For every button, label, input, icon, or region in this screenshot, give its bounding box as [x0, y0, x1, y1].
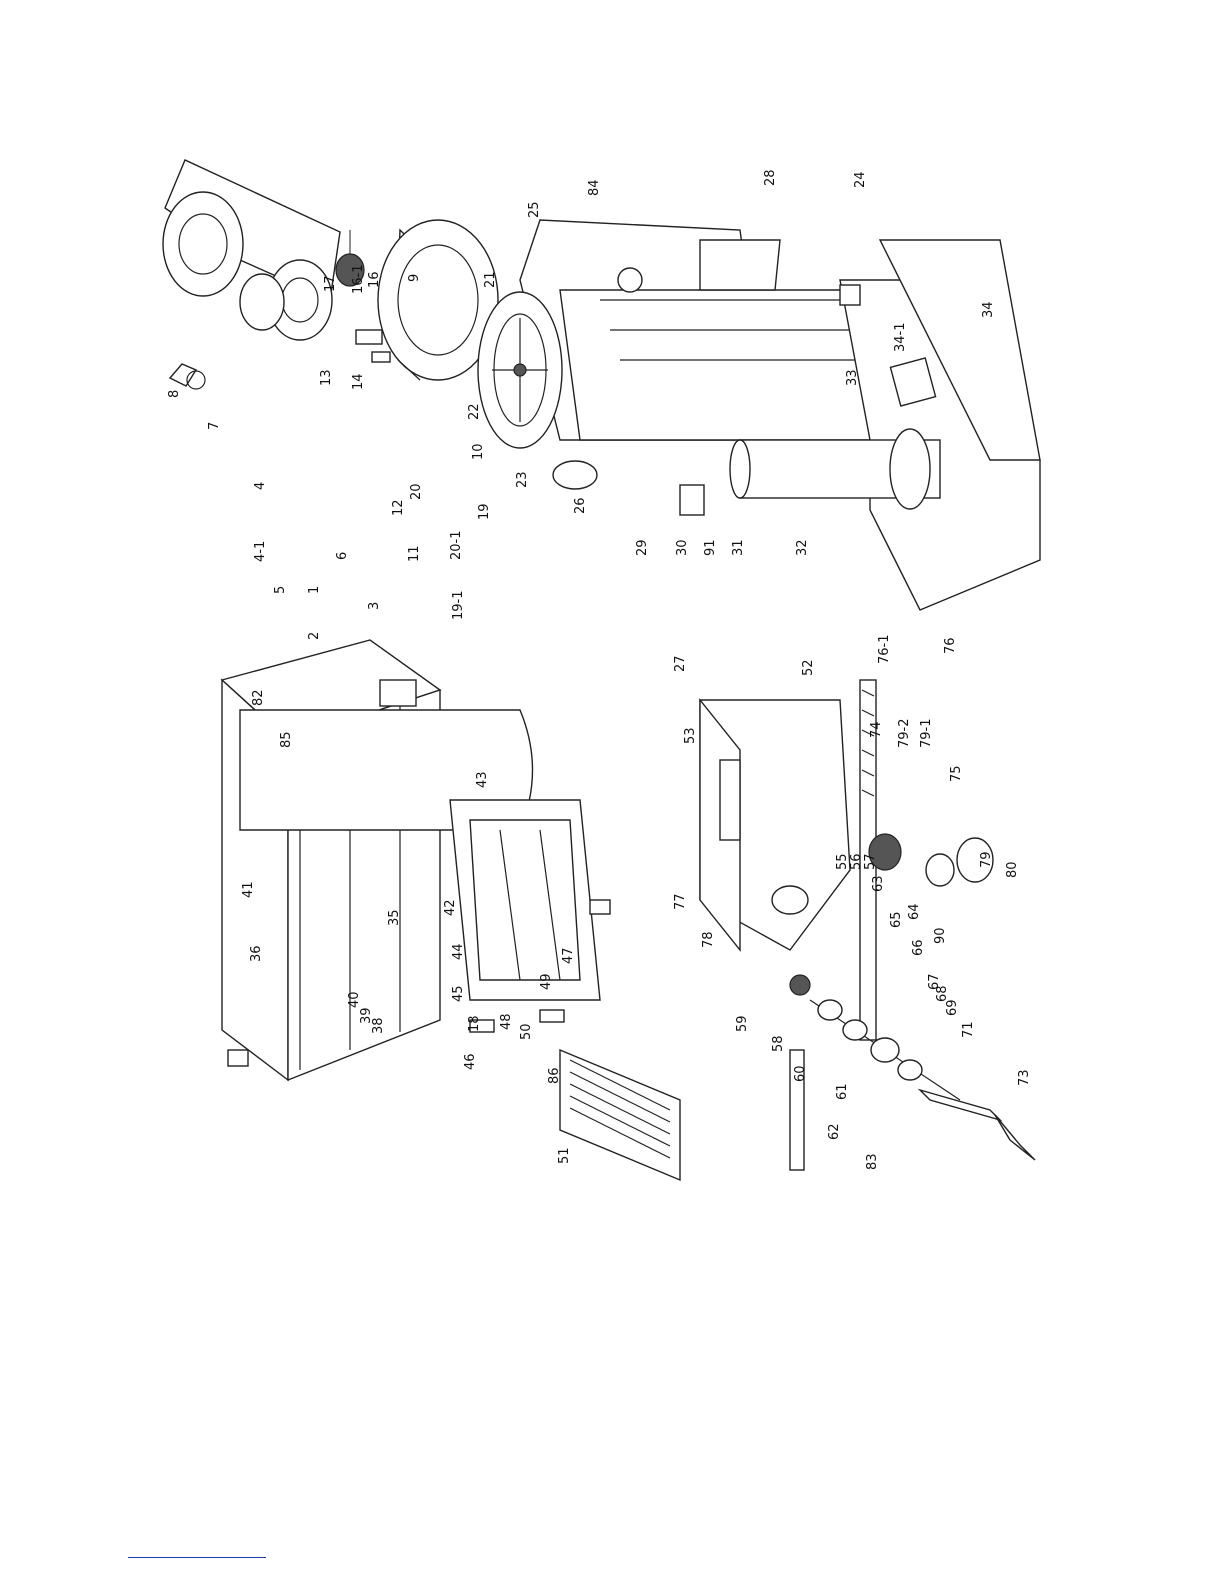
callout-48: 48: [499, 1013, 514, 1030]
callout-53: 53: [683, 727, 698, 744]
callout-77: 77: [673, 893, 688, 910]
callout-69: 69: [945, 999, 960, 1016]
callout-4: 4: [253, 482, 268, 490]
callout-9: 9: [407, 274, 422, 282]
callout-24: 24: [853, 171, 868, 188]
callout-52: 52: [801, 659, 816, 676]
callout-31: 31: [731, 539, 746, 556]
callout-16-1: 16-1: [351, 264, 366, 294]
callout-3: 3: [367, 602, 382, 610]
callout-82: 82: [251, 689, 266, 706]
callout-71: 71: [961, 1021, 976, 1038]
callout-62: 62: [827, 1123, 842, 1140]
callout-76: 76: [943, 637, 958, 654]
callout-83: 83: [865, 1153, 880, 1170]
callout-44: 44: [451, 943, 466, 960]
callout-20-1: 20-1: [449, 530, 464, 560]
callout-26: 26: [573, 497, 588, 514]
callout-11: 11: [407, 545, 422, 562]
callout-2: 2: [307, 632, 322, 640]
callout-59: 59: [735, 1015, 750, 1032]
callout-86: 86: [547, 1067, 562, 1084]
callout-80: 80: [1005, 861, 1020, 878]
callout-7: 7: [207, 422, 222, 430]
callout-56: 56: [849, 853, 864, 870]
callout-6: 6: [335, 552, 350, 560]
callout-27: 27: [673, 655, 688, 672]
callout-65: 65: [889, 911, 904, 928]
callout-25: 25: [527, 201, 542, 218]
callout-19: 19: [477, 503, 492, 520]
callout-23: 23: [515, 471, 530, 488]
callout-61: 61: [835, 1083, 850, 1100]
head-column-base-assembly: [163, 160, 1040, 610]
footer-rule: [128, 1557, 266, 1558]
callout-8: 8: [167, 390, 182, 398]
callout-57: 57: [863, 853, 878, 870]
callout-66: 66: [911, 939, 926, 956]
callout-78: 78: [701, 931, 716, 948]
callout-12: 12: [391, 499, 406, 516]
callout-22: 22: [467, 403, 482, 420]
callout-20: 20: [409, 483, 424, 500]
callout-29: 29: [635, 539, 650, 556]
callout-16: 16: [367, 271, 382, 288]
callout-91: 91: [703, 539, 718, 556]
callout-4-1: 4-1: [253, 541, 268, 562]
callout-51: 51: [557, 1147, 572, 1164]
callout-1: 1: [307, 586, 322, 594]
callout-34-1: 34-1: [893, 322, 908, 352]
callout-50: 50: [519, 1023, 534, 1040]
callout-63: 63: [871, 875, 886, 892]
callout-39: 39: [359, 1007, 374, 1024]
callout-36: 36: [249, 945, 264, 962]
callout-84: 84: [587, 179, 602, 196]
callout-64: 64: [907, 903, 922, 920]
callout-34: 34: [981, 301, 996, 318]
callout-30: 30: [675, 539, 690, 556]
callout-46: 46: [463, 1053, 478, 1070]
callout-49: 49: [539, 973, 554, 990]
callout-32: 32: [795, 539, 810, 556]
callout-14: 14: [351, 373, 366, 390]
callout-13: 13: [319, 369, 334, 386]
callout-85: 85: [279, 731, 294, 748]
callout-42: 42: [443, 899, 458, 916]
callout-41: 41: [241, 881, 256, 898]
callout-79-1: 79-1: [919, 718, 934, 748]
callout-73: 73: [1017, 1069, 1032, 1086]
callout-10: 10: [471, 443, 486, 460]
callout-79: 79: [979, 851, 994, 868]
callout-74: 74: [869, 721, 884, 738]
callout-47: 47: [561, 947, 576, 964]
callout-60: 60: [793, 1065, 808, 1082]
callout-79-2: 79-2: [897, 718, 912, 748]
callout-33: 33: [845, 369, 860, 386]
callout-75: 75: [949, 765, 964, 782]
callout-43: 43: [475, 771, 490, 788]
callout-55: 55: [835, 853, 850, 870]
callout-18a: 18: [467, 1015, 482, 1032]
callout-90: 90: [933, 927, 948, 944]
callout-19-1: 19-1: [451, 590, 466, 620]
callout-21: 21: [483, 271, 498, 288]
callout-17: 17: [323, 275, 338, 292]
callout-40: 40: [347, 991, 362, 1008]
callout-35: 35: [387, 909, 402, 926]
callout-5: 5: [273, 586, 288, 594]
callout-28: 28: [763, 169, 778, 186]
callout-45: 45: [451, 985, 466, 1002]
callout-58: 58: [771, 1035, 786, 1052]
callout-76-1: 76-1: [877, 634, 892, 664]
